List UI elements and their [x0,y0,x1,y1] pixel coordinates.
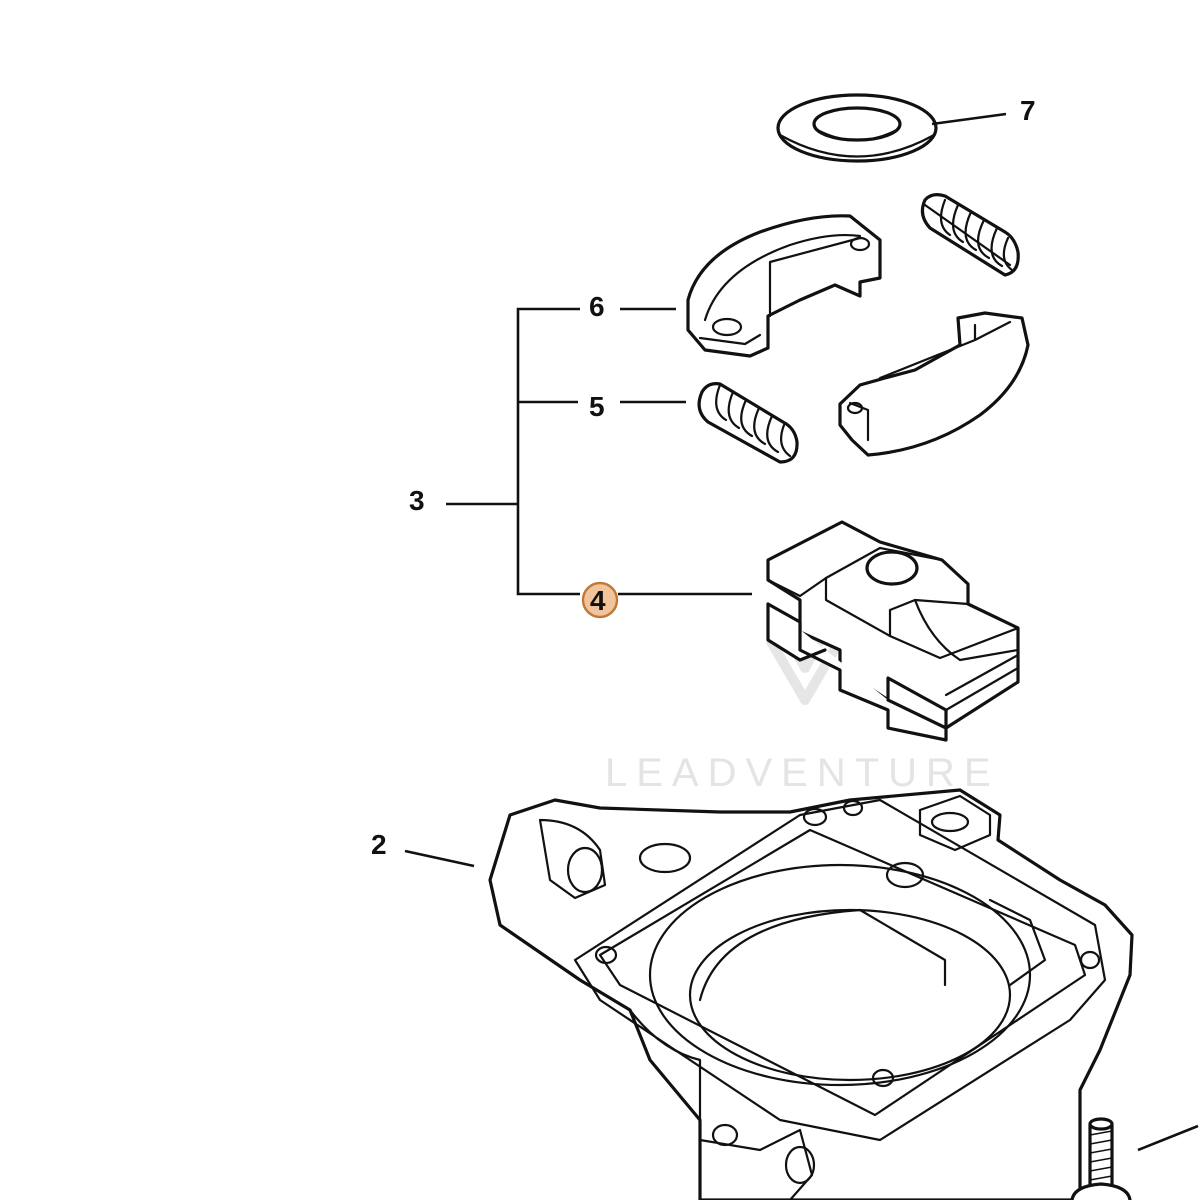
leader-lines [404,112,1199,1152]
watermark: LEADVENTURE [605,596,1000,795]
callout-7[interactable]: 7 [1020,95,1036,126]
part-clutch-carrier [766,520,1020,742]
watermark-text: LEADVENTURE [605,751,1000,795]
part-spring-lower [697,382,799,464]
callout-6[interactable]: 6 [589,291,605,322]
part-clutch-shoe-upper [686,214,882,358]
callout-2[interactable]: 2 [371,829,387,860]
leader-bracket-3 [516,307,580,596]
callout-3[interactable]: 3 [409,485,425,516]
part-spring-upper [920,193,1020,277]
callout-4[interactable]: 4 [590,585,606,616]
callout-4-highlight[interactable] [581,581,619,619]
leader-line-bolt [1137,1124,1199,1152]
leader-line-2 [404,849,475,868]
part-bolt [1070,1117,1132,1200]
callouts: 7 6 5 3 4 2 [371,95,1036,860]
callout-5[interactable]: 5 [589,391,605,422]
part-washer [776,93,938,163]
part-clutch-shoe-lower [838,311,1030,457]
leader-line-7 [931,112,1007,126]
part-clutch-housing [488,788,1134,1200]
